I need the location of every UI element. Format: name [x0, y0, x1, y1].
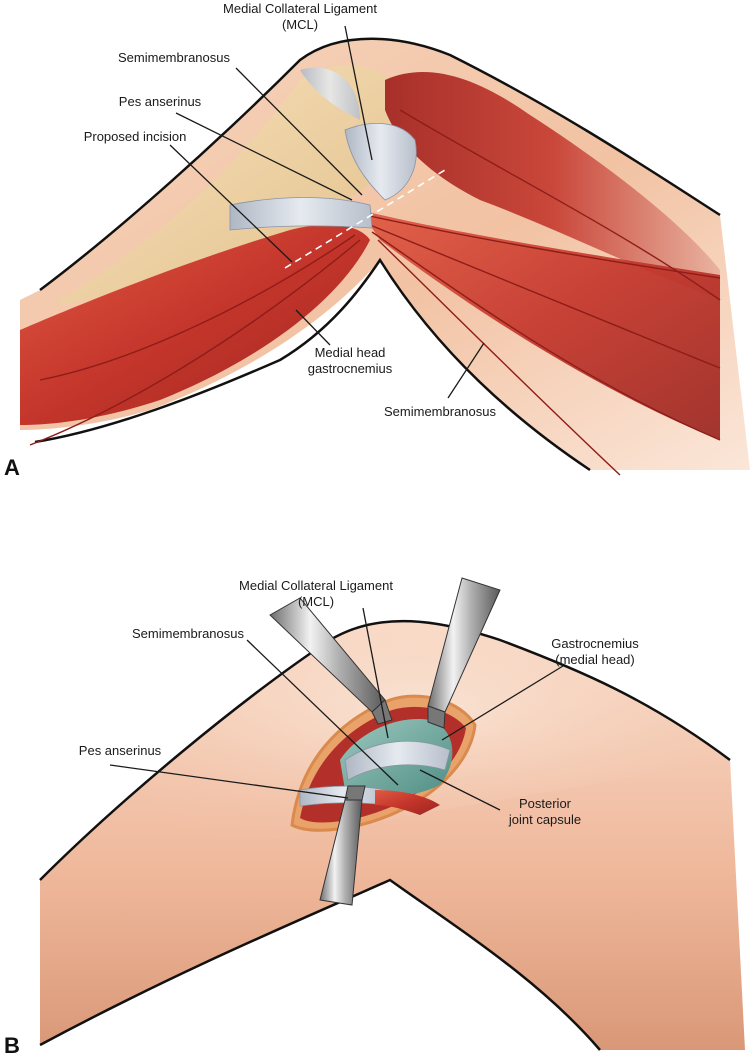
mcl-ligament [344, 123, 417, 201]
panel-b: Medial Collateral Ligament (MCL) Semimem… [4, 577, 745, 1058]
label-b-mcl-2: (MCL) [298, 594, 334, 609]
label-b-mcl-1: Medial Collateral Ligament [239, 578, 393, 593]
panel-b-leaders [109, 607, 564, 811]
label-a-pes-anserinus: Pes anserinus [119, 94, 202, 109]
panel-b-letter: B [4, 1033, 20, 1058]
ligament-upper [300, 67, 360, 120]
pes-anserinus-tendon [229, 197, 373, 231]
mcl-b [344, 740, 451, 781]
label-a-medial-head-2: gastrocnemius [308, 361, 393, 376]
label-b-pes-anserinus: Pes anserinus [79, 743, 162, 758]
semimembranosus-muscle [360, 210, 720, 440]
medial-gastrocnemius [20, 224, 370, 425]
muscle-fibers [29, 109, 721, 476]
panel-a-leaders [169, 25, 485, 399]
panel-a-letter: A [4, 455, 20, 480]
label-a-semimembranosus-bottom: Semimembranosus [384, 404, 496, 419]
label-b-semimembranosus: Semimembranosus [132, 626, 244, 641]
semimembranosus-b [375, 790, 440, 815]
label-b-gastrocnemius-1: Gastrocnemius [551, 636, 639, 651]
label-b-posterior-2: joint capsule [508, 812, 581, 827]
panel-a: Medial Collateral Ligament (MCL) Semimem… [4, 1, 750, 480]
retractor-upper-left [269, 597, 393, 725]
label-b-gastrocnemius-2: (medial head) [555, 652, 635, 667]
label-a-proposed-incision: Proposed incision [84, 129, 187, 144]
leg-outline-top [39, 37, 721, 291]
leg-b-outline-bottom [39, 878, 601, 1051]
leg-outline-bottom [34, 257, 591, 472]
proposed-incision-line [284, 169, 446, 269]
label-b-posterior-1: Posterior [519, 796, 572, 811]
retractor-upper-right [427, 577, 501, 729]
retractor-bottom [319, 785, 366, 906]
hamstring-muscle [385, 72, 720, 300]
label-a-mcl-1: Medial Collateral Ligament [223, 1, 377, 16]
pes-anserinus-b [299, 785, 386, 807]
label-a-semimembranosus-top: Semimembranosus [118, 50, 230, 65]
label-a-mcl-2: (MCL) [282, 17, 318, 32]
femur [60, 65, 401, 305]
label-a-medial-head-1: Medial head [315, 345, 386, 360]
